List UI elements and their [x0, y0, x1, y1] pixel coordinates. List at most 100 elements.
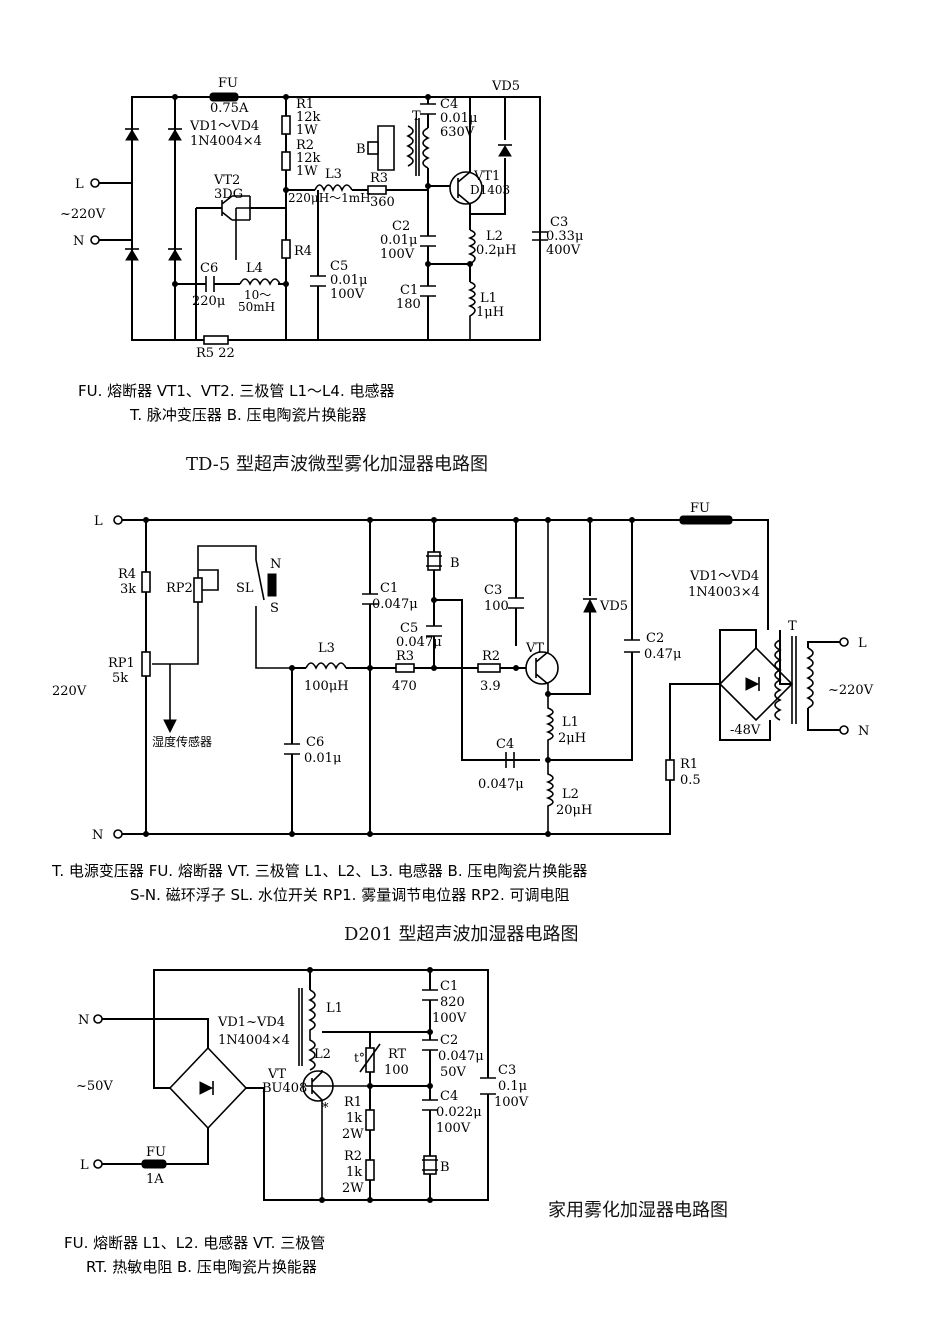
td5-label-c2-v2: 100V — [380, 247, 415, 262]
td5-label-c3-v1: 0.33μ — [546, 229, 583, 244]
d201-terminal-tn — [839, 725, 849, 735]
d201-rp2 — [193, 577, 203, 603]
home-legend-line1: FU. 熔断器 L1、L2. 电感器 VT. 三极管 — [64, 1234, 325, 1252]
d201-legend-line1: T. 电源变压器 FU. 熔断器 VT. 三极管 L1、L2、L3. 电感器 B… — [51, 862, 587, 880]
d201-bridge-wires — [669, 629, 792, 760]
d201-r3 — [395, 663, 415, 673]
td5-label-vd5: VD5 — [491, 79, 520, 94]
d201-label-l3-v: 100μH — [304, 679, 349, 694]
home-label-fu-val: 1A — [146, 1172, 164, 1187]
d201-label-c2: C2 — [646, 631, 664, 646]
d201-label-b: B — [450, 556, 460, 571]
td5-label-c6-v: 220μ — [192, 294, 225, 309]
d201-label-c1-v: 0.047μ — [372, 597, 418, 612]
td5-vd5-wire — [470, 97, 506, 215]
td5-label-c3-v2: 400V — [546, 243, 581, 258]
d201-rp1-wiper — [152, 602, 199, 722]
td5-label-t: T — [412, 109, 421, 124]
d201-label-r2: R2 — [482, 649, 500, 664]
d201-label-r2-v: 3.9 — [480, 679, 501, 694]
home-label-b: B — [440, 1160, 450, 1175]
d201-label-r1: R1 — [680, 757, 698, 772]
td5-label-c4-v2: 630V — [440, 125, 475, 140]
home-label-c3-v2: 100V — [494, 1095, 529, 1110]
home-fuse — [141, 1159, 167, 1169]
d201-label-rp1: RP1 — [108, 656, 135, 671]
d201-label-c1: C1 — [380, 581, 398, 596]
td5-label-vd: VD1～VD4 — [189, 119, 259, 134]
td5-c3 — [532, 231, 548, 241]
home-rt-arrow — [359, 1043, 381, 1073]
td5-l1 — [467, 281, 476, 340]
home-label-c3: C3 — [498, 1063, 516, 1078]
td5-c6 — [205, 276, 215, 292]
td5-label-vt2-t: 3DG — [214, 187, 243, 202]
home-transducer-plates — [422, 1159, 438, 1171]
home-label-t: t° — [354, 1051, 365, 1065]
d201-label-vd-val: 1N4003×4 — [688, 585, 760, 600]
home-label-c4-v2: 100V — [436, 1121, 471, 1136]
td5-label-c2-v1: 0.01μ — [380, 233, 417, 248]
td5-label-l1: L1 — [480, 291, 497, 306]
home-label-c2-v2: 50V — [440, 1065, 467, 1080]
home-label-r1-v: 1k — [346, 1111, 362, 1126]
home-label-vt-t: BU408 — [262, 1081, 307, 1096]
diagram-home: N L ~50V FU 1A VD1~VD4 1N4004×4 L1 L2 VT… — [64, 967, 728, 1276]
td5-label-c1-v: 180 — [396, 297, 421, 312]
d201-label-c4-v: 0.047μ — [478, 777, 524, 792]
d201-label-tl: L — [858, 636, 867, 651]
d201-vt-symbol — [535, 520, 549, 694]
home-label-fu: FU — [146, 1145, 166, 1160]
d201-label-sensor: 湿度传感器 — [152, 734, 212, 749]
td5-label-vt2: VT2 — [213, 173, 240, 188]
home-l-core — [298, 988, 303, 1066]
home-junctions — [307, 967, 433, 1203]
d201-label-c4: C4 — [496, 737, 514, 752]
home-label-vd: VD1~VD4 — [217, 1015, 285, 1030]
home-c3 — [480, 1077, 496, 1095]
home-label-c1-v2: 100V — [432, 1011, 467, 1026]
td5-fuse — [209, 92, 239, 102]
d201-label-r1-v: 0.5 — [680, 773, 701, 788]
td5-label-c2: C2 — [392, 219, 410, 234]
home-label-rt-v: 100 — [384, 1063, 409, 1078]
d201-label-l2-v: 20μH — [556, 803, 592, 818]
d201-junctions — [143, 517, 635, 837]
td5-label-n: N — [73, 234, 84, 249]
home-label-rt: RT — [388, 1047, 407, 1062]
d201-rp1 — [141, 651, 151, 677]
td5-label-c3: C3 — [550, 215, 568, 230]
td5-label-r3: R3 — [370, 171, 388, 186]
td5-label-l3-v: 220μH～1mH — [288, 191, 371, 205]
d201-label-c5-v: 0.047μ — [396, 635, 442, 650]
home-label-r2-v: 1k — [346, 1165, 362, 1180]
d201-label-ac: 220V — [52, 684, 87, 699]
td5-legend-line1: FU. 熔断器 VT1、VT2. 三极管 L1～L4. 电感器 — [78, 382, 395, 400]
td5-c1 — [420, 285, 436, 297]
d201-transformer-wires — [807, 641, 840, 731]
d201-label-c3-v: 100 — [484, 599, 509, 614]
d201-l3 — [305, 662, 347, 670]
td5-label-r1-w: 1W — [296, 123, 318, 138]
td5-label-c5-v1: 0.01μ — [330, 273, 367, 288]
td5-l4 — [239, 278, 281, 286]
d201-sl-switch — [255, 559, 294, 669]
td5-transformer-frame — [377, 125, 395, 171]
home-label-r2: R2 — [344, 1149, 362, 1164]
td5-label-c6: C6 — [200, 261, 218, 276]
d201-terminal-l — [113, 515, 123, 525]
d201-r1 — [665, 759, 675, 781]
home-r2 — [365, 1159, 375, 1181]
d201-label-c5: C5 — [400, 621, 418, 636]
td5-label-vd-val: 1N4004×4 — [190, 134, 262, 149]
d201-label-rp1-v: 5k — [112, 671, 128, 686]
d201-r4 — [141, 571, 151, 593]
td5-label-l: L — [75, 177, 84, 192]
d201-label-c2-v: 0.47μ — [644, 647, 681, 662]
home-bridge-wires — [153, 969, 311, 1201]
d201-transformer-primary — [774, 639, 782, 721]
d201-main-rails — [122, 519, 769, 835]
td5-label-l4-v2: 50mH — [238, 300, 275, 314]
d201-rp2-wires — [197, 545, 257, 591]
